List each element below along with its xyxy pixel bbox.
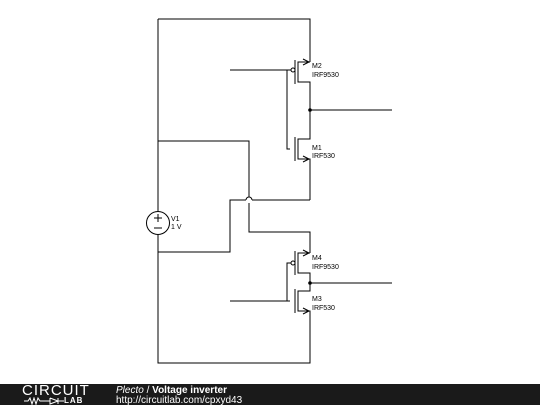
- v1-ref-label: V1: [171, 216, 180, 223]
- wire-cross-hop: [245, 196, 253, 201]
- wire-cross-a: [158, 140, 250, 197]
- logo-text-bottom: LAB: [64, 396, 84, 405]
- v1-source-symbol: [146, 211, 170, 235]
- m1-part-label: IRF530: [312, 153, 335, 160]
- circuit-title-line: Plecto / Voltage inverter: [116, 385, 227, 396]
- circuit-url-link[interactable]: http://circuitlab.com/cpxyd43: [116, 395, 243, 406]
- m4-ref-label: M4: [312, 255, 322, 262]
- wire-left-bottom: [157, 235, 311, 364]
- m3-ref-label: M3: [312, 296, 322, 303]
- m3-nmos-symbol: [294, 283, 311, 315]
- m2-part-label: IRF9530: [312, 72, 339, 79]
- m2-ref-label: M2: [312, 63, 322, 70]
- m4-part-label: IRF9530: [312, 264, 339, 271]
- wire-top-rail: [158, 18, 311, 62]
- m1-ref-label: M1: [312, 145, 322, 152]
- project-title[interactable]: Voltage inverter: [152, 385, 227, 396]
- logo-waveform-icon: [24, 397, 64, 405]
- m2-pmos-symbol: [230, 58, 311, 110]
- circuitlab-logo[interactable]: CIRCUIT LAB: [22, 382, 94, 405]
- footer-bar: CIRCUIT LAB Plecto / Voltage inverter ht…: [0, 382, 540, 406]
- m4-pmos-symbol: [290, 249, 311, 283]
- author-name[interactable]: Plecto: [116, 385, 144, 396]
- m3-part-label: IRF530: [312, 305, 335, 312]
- wire-cross-b: [158, 199, 246, 253]
- wire-gate-m1: [286, 70, 290, 150]
- v1-value-label: 1 V: [171, 224, 182, 231]
- wire-cross-a2: [248, 203, 311, 253]
- wire-gate-m4: [286, 262, 291, 301]
- logo-text-top: CIRCUIT: [22, 382, 90, 399]
- m1-nmos-symbol: [294, 110, 311, 200]
- title-separator: /: [143, 385, 153, 396]
- schematic-diagram: M2 IRF9530 M1 IRF530 M4 IRF9530 M3 IRF53…: [146, 18, 392, 364]
